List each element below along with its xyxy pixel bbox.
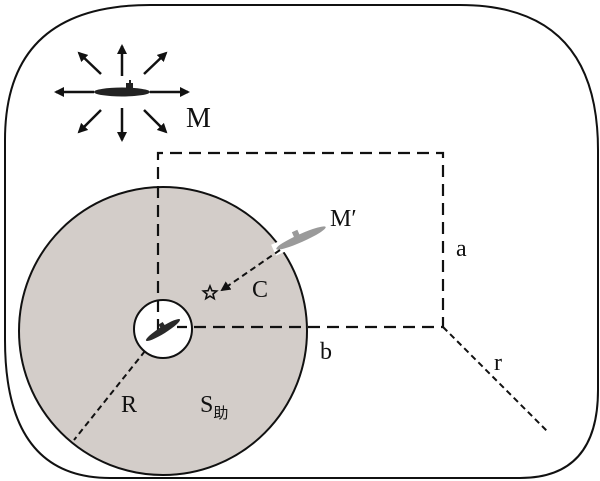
label-r: r [494, 350, 502, 376]
submarine-M-group [54, 44, 190, 142]
label-C: C [252, 277, 268, 303]
radiating-arrows [54, 44, 190, 142]
submarine-icon [271, 220, 331, 256]
label-S-subscript: 助 [213, 405, 228, 422]
submarine-icon [145, 318, 181, 342]
radius-r-line [442, 326, 549, 433]
label-b: b [320, 339, 332, 365]
outer-boundary [4, 4, 599, 479]
radius-R-line [73, 350, 146, 441]
label-S: S助 [200, 392, 228, 422]
label-M: M [186, 103, 211, 134]
label-a: a [456, 236, 467, 262]
label-S-main: S [200, 392, 213, 418]
label-R: R [121, 392, 137, 418]
label-M-prime: M′ [330, 206, 357, 232]
star-icon [201, 283, 219, 301]
submarine-icon [88, 80, 150, 97]
approach-arrow [220, 249, 281, 292]
dashed-rectangle [156, 151, 445, 331]
